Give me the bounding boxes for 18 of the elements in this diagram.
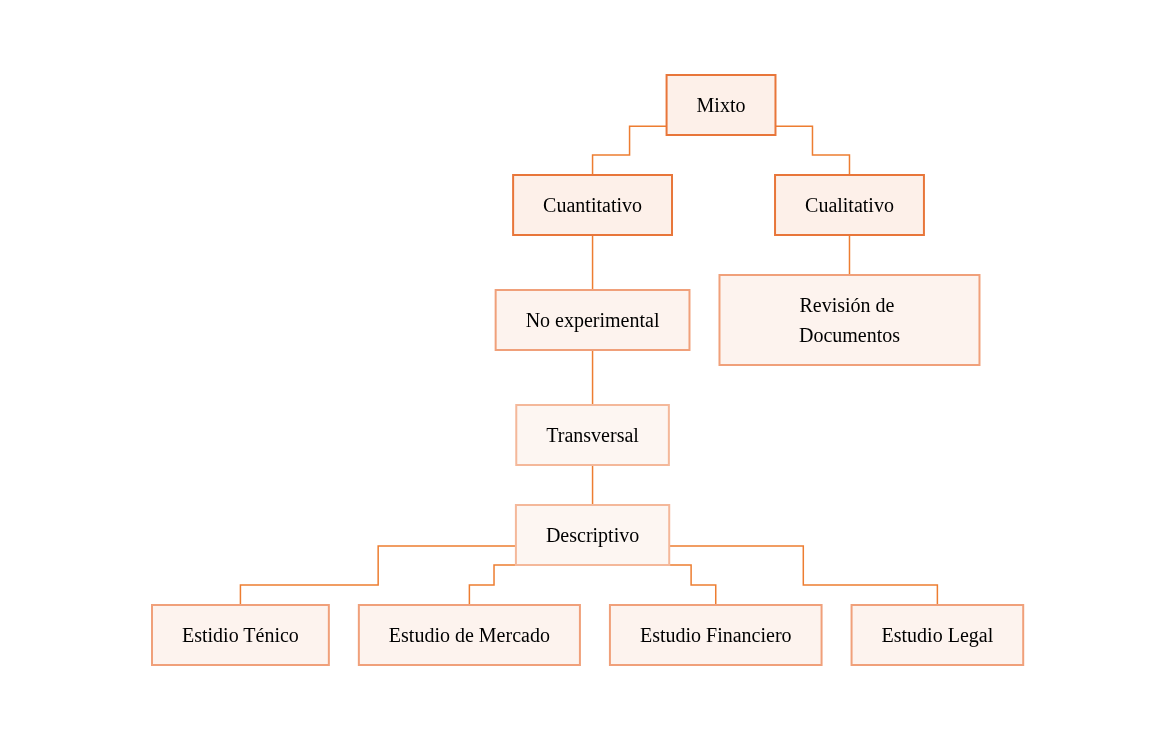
node-box: Mixto xyxy=(665,74,777,136)
node-box: Estudio de Mercado xyxy=(358,604,582,666)
connector xyxy=(592,234,594,291)
node-box: Estudio Legal xyxy=(850,604,1025,666)
node-box: Estidio Ténico xyxy=(151,604,331,666)
connector xyxy=(592,349,594,406)
node-box: Estudio Financiero xyxy=(609,604,823,666)
connector xyxy=(240,545,518,606)
connector xyxy=(775,125,851,176)
node-box: Transversal xyxy=(515,404,671,466)
node-box: Revisión de Documentos xyxy=(718,274,981,366)
connector xyxy=(668,545,939,606)
node-box: Cualitativo xyxy=(774,174,926,236)
node-box: Descriptivo xyxy=(515,504,671,566)
node-box: No experimental xyxy=(495,289,691,351)
node-box: Cuantitativo xyxy=(512,174,674,236)
connector xyxy=(592,464,594,506)
connector xyxy=(849,234,851,276)
